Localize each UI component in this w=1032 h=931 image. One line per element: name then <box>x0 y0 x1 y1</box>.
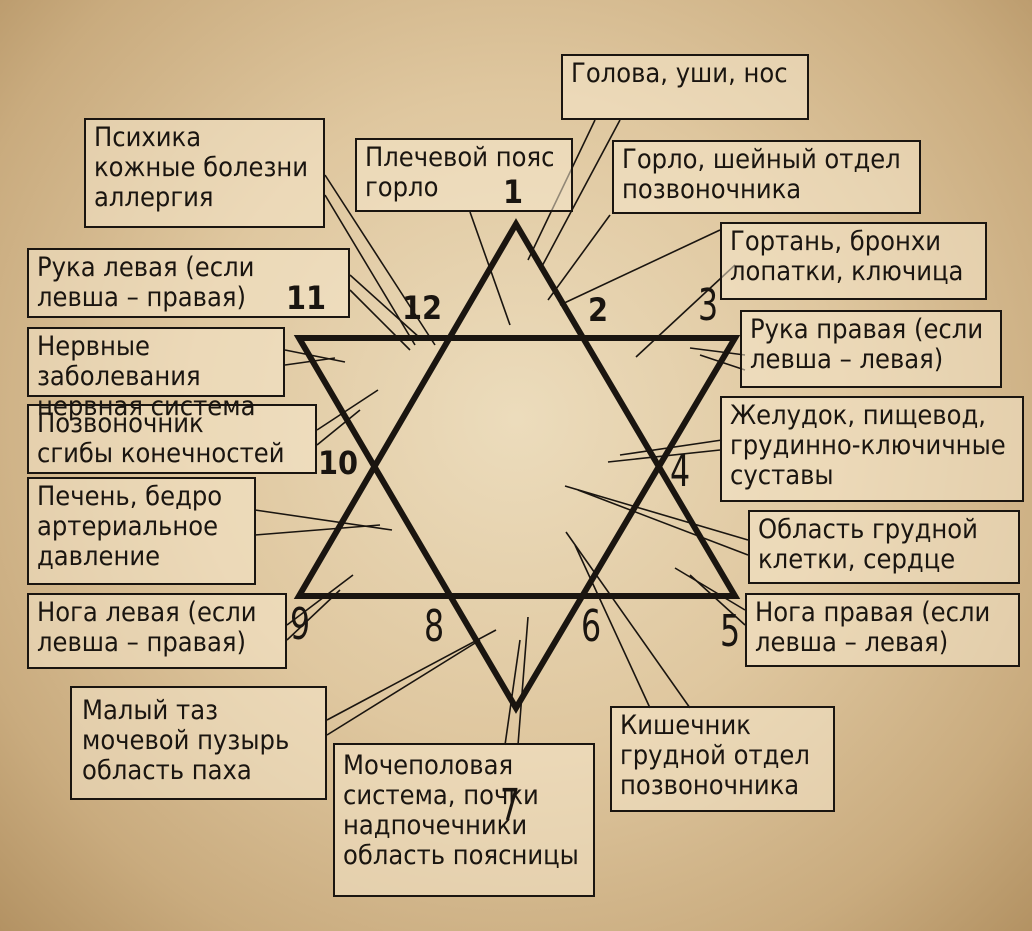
label-throat: Горло, шейный отдел позвоночника <box>612 140 921 214</box>
number-6: 6 <box>581 601 602 652</box>
triangle-up <box>293 218 741 599</box>
leader-lines <box>254 119 749 746</box>
label-pelvis: Малый таз мочевой пузырь область паха <box>70 686 327 800</box>
number-8: 8 <box>424 601 445 652</box>
label-urogenital: Мочеполовая система, почки надпочечники … <box>333 743 595 897</box>
number-4: 4 <box>670 446 691 497</box>
number-7: 7 <box>500 780 521 831</box>
label-stomach: Желудок, пищевод, грудинно-ключичные сус… <box>720 396 1024 502</box>
label-nervous: Рука левая (если левша – правая) <box>27 248 350 318</box>
label-right-arm: Рука правая (если левша – левая) <box>740 310 1002 388</box>
number-5: 5 <box>720 606 741 657</box>
label-liver: Печень, бедро артериальное давление <box>27 477 256 585</box>
number-3: 3 <box>698 280 719 331</box>
label-larynx: Гортань, бронхи лопатки, ключица <box>720 222 987 300</box>
triangle-down <box>293 335 741 714</box>
label-spine: Позвоночник сгибы конечностей <box>27 404 317 474</box>
number-12: 12 <box>402 289 443 327</box>
number-11: 11 <box>286 279 327 317</box>
label-shoulder-girdle: Плечевой пояс горло <box>355 138 573 212</box>
label-head: Голова, уши, нос <box>561 54 809 120</box>
label-right-leg: Нога правая (если левша – левая) <box>745 593 1020 667</box>
hexagram <box>293 218 741 714</box>
number-9: 9 <box>290 599 311 650</box>
number-10: 10 <box>318 444 359 482</box>
label-intestine: Кишечник грудной отдел позвоночника <box>610 706 835 812</box>
label-left-leg: Нога левая (если левша – правая) <box>27 593 287 669</box>
label-psyche: Психика кожные болезни аллергия <box>84 118 325 228</box>
number-1: 1 <box>503 173 524 211</box>
number-2: 2 <box>588 291 609 329</box>
label-chest: Область грудной клетки, сердце <box>748 510 1020 584</box>
label-left-arm: Нервные заболевания нервная система <box>27 327 285 422</box>
